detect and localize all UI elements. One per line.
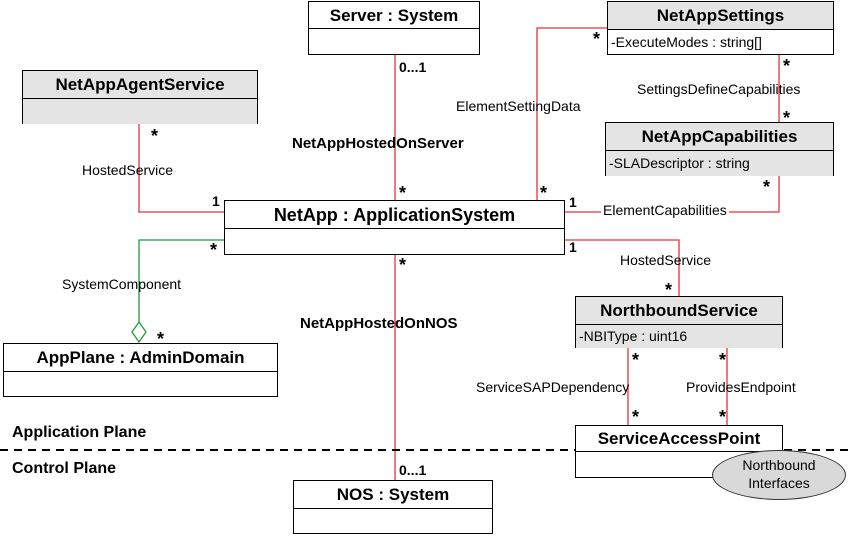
mult-capabilities-top: * — [783, 108, 791, 128]
mult-northbound-bottom-left: * — [632, 350, 640, 370]
netapp-capabilities-attr: -SLADescriptor : string — [606, 151, 833, 176]
netapp-capabilities-title: NetAppCapabilities — [606, 123, 833, 151]
label-element-setting-data: ElementSettingData — [456, 98, 581, 114]
label-provides-endpoint: ProvidesEndpoint — [686, 379, 796, 395]
mult-app-plane-top: * — [157, 329, 165, 349]
netapp-capabilities-class: NetAppCapabilities -SLADescriptor : stri… — [605, 122, 834, 176]
mult-capabilities-bottom: * — [763, 177, 771, 197]
line-element-setting-data — [536, 27, 607, 200]
mult-nos-top: 0...1 — [399, 462, 427, 478]
mult-settings-left: * — [593, 29, 601, 49]
application-plane-label: Application Plane — [12, 424, 147, 441]
ellipse-line1: Northbound — [742, 457, 816, 473]
app-plane-title: AppPlane : AdminDomain — [4, 344, 277, 372]
netapp-title: NetApp : ApplicationSystem — [225, 201, 564, 229]
netapp-settings-class: NetAppSettings -ExecuteModes : string[] — [607, 1, 834, 55]
app-plane-class: AppPlane : AdminDomain — [3, 343, 278, 397]
mult-sap-top-left: * — [632, 407, 640, 427]
northbound-service-title: NorthboundService — [576, 297, 782, 325]
mult-netapp-top-right: * — [540, 183, 548, 203]
mult-northbound-bottom-right: * — [719, 350, 727, 370]
mult-netapp-left-top: 1 — [212, 193, 220, 209]
label-element-capabilities: ElementCapabilities — [601, 202, 729, 218]
mult-server-bottom: 0...1 — [399, 59, 427, 75]
label-system-component: SystemComponent — [62, 276, 182, 292]
mult-agent-service-bottom: * — [151, 126, 159, 146]
northbound-service-class: NorthboundService -NBIType : uint16 — [575, 296, 783, 348]
line-system-component — [138, 239, 224, 322]
composition-diamond — [131, 320, 147, 344]
nos-title: NOS : System — [294, 481, 492, 509]
netapp-agent-service-body — [23, 99, 257, 124]
label-service-sap-dependency: ServiceSAPDependency — [476, 379, 630, 395]
mult-northbound-top: * — [665, 280, 673, 300]
label-hosted-service-right: HostedService — [620, 252, 712, 268]
netapp-class: NetApp : ApplicationSystem — [224, 200, 565, 255]
line-hosted-service-left — [138, 124, 224, 213]
control-plane-label: Control Plane — [12, 460, 117, 477]
mult-netapp-left-bottom: * — [210, 240, 218, 260]
mult-netapp-bottom: * — [399, 255, 407, 275]
mult-netapp-right-bottom: 1 — [569, 239, 577, 255]
line-hosted-service-right — [565, 239, 680, 296]
service-access-point-title: ServiceAccessPoint — [576, 426, 782, 452]
nos-class: NOS : System — [293, 480, 493, 534]
netapp-settings-title: NetAppSettings — [608, 2, 833, 30]
server-class: Server : System — [308, 1, 480, 55]
mult-sap-top-right: * — [719, 407, 727, 427]
mult-netapp-top-center: * — [399, 183, 407, 203]
label-settings-define-capabilities: SettingsDefineCapabilities — [637, 81, 801, 97]
northbound-interfaces-ellipse: Northbound Interfaces — [712, 450, 846, 500]
label-hosted-service-left: HostedService — [82, 162, 174, 178]
netapp-settings-attr: -ExecuteModes : string[] — [611, 34, 762, 50]
netapp-agent-service-class: NetAppAgentService — [22, 70, 258, 124]
northbound-service-attr: -NBIType : uint16 — [576, 325, 782, 348]
netapp-agent-service-title: NetAppAgentService — [23, 71, 257, 99]
server-class-title: Server : System — [309, 2, 479, 29]
label-netapp-hosted-on-nos: NetAppHostedOnNOS — [300, 315, 458, 332]
label-netapp-hosted-on-server: NetAppHostedOnServer — [292, 135, 464, 152]
mult-netapp-right-top: 1 — [569, 194, 577, 210]
mult-settings-bottom: * — [783, 56, 791, 76]
ellipse-line2: Interfaces — [748, 475, 810, 491]
